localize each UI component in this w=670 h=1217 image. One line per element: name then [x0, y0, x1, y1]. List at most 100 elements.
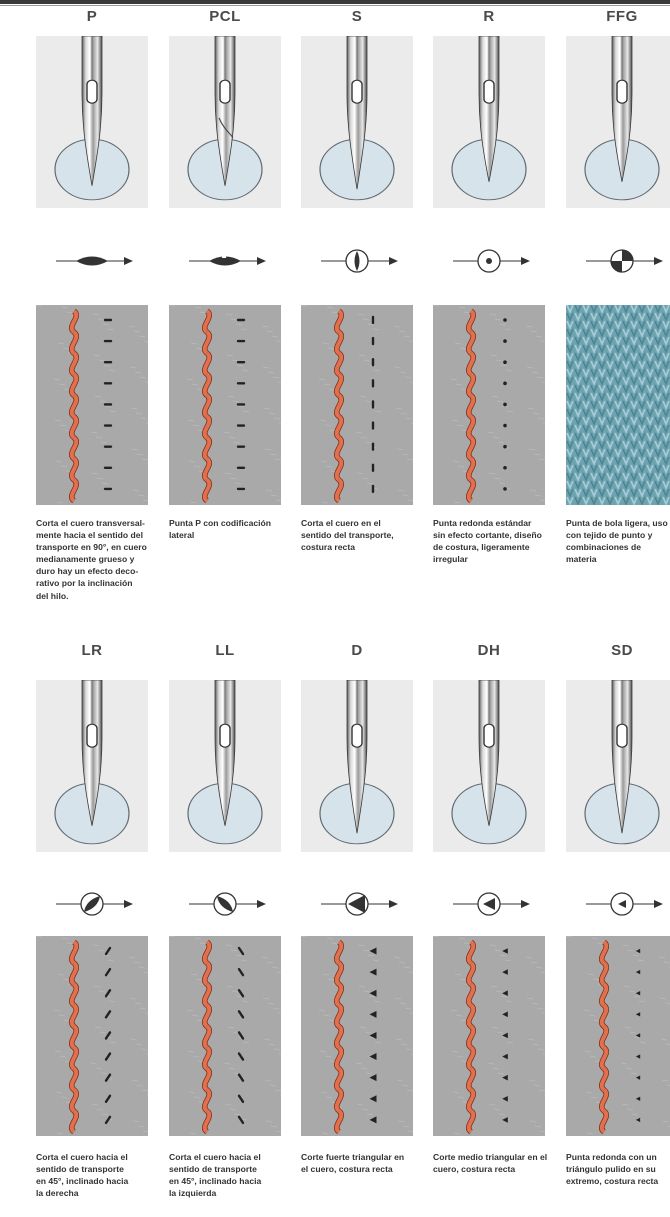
leather-grain: [129, 366, 137, 369]
knit-loop: [606, 360, 614, 371]
leather-grain: [223, 431, 231, 434]
sample-svg: [433, 305, 545, 505]
leather-grain: [186, 1009, 194, 1012]
knit-loop: [566, 408, 574, 419]
leather-grain: [356, 1103, 364, 1106]
thread-stitch: [202, 478, 212, 503]
leather-grain: [134, 371, 142, 374]
leather-grain: [141, 1089, 148, 1092]
leather-grain: [169, 936, 176, 938]
knit-loop: [566, 400, 574, 411]
leather-grain: [630, 1072, 638, 1075]
punch-hole: [503, 339, 507, 343]
punch-hole: [503, 381, 507, 386]
leather-grain: [373, 369, 381, 372]
leather-grain: [457, 465, 465, 468]
leather-grain: [397, 1120, 405, 1123]
leather-grain: [277, 381, 281, 383]
knit-loop: [654, 424, 662, 435]
leather-grain: [504, 328, 512, 331]
leather-grain: [91, 1103, 99, 1106]
thread-stitch: [202, 1067, 212, 1092]
leather-grain: [229, 477, 237, 480]
needle-blade: [346, 36, 368, 190]
leather-grain: [596, 942, 604, 945]
knit-loop: [622, 480, 630, 491]
lens-shape: [76, 256, 108, 266]
leather-grain: [98, 359, 106, 362]
leather-grain: [532, 412, 540, 415]
knit-loop: [606, 376, 614, 387]
punch-hole: [635, 1012, 641, 1017]
punch-hole: [635, 1054, 641, 1059]
leather-grain: [372, 959, 380, 962]
leather-grain: [455, 1014, 463, 1017]
leather-grain: [535, 966, 543, 969]
needle-illustration: [566, 680, 670, 852]
leather-grain: [542, 1053, 545, 1055]
knit-loop: [646, 352, 654, 363]
leather-grain: [355, 431, 363, 434]
symbol-svg: [189, 255, 266, 266]
punch-hole: [369, 947, 377, 955]
thread-stitch: [69, 1003, 79, 1029]
leather-grain: [132, 1120, 140, 1123]
needle-svg: [54, 36, 130, 201]
knit-loop: [622, 376, 630, 387]
knit-loop: [598, 320, 606, 331]
knit-loop: [622, 305, 630, 315]
knit-loop: [622, 328, 630, 339]
leather-grain: [264, 1079, 272, 1082]
leather-grain: [492, 1067, 500, 1070]
knit-loop: [630, 440, 638, 451]
leather-grain: [666, 1084, 670, 1086]
knit-loop: [606, 464, 614, 475]
punch-hole: [635, 1033, 641, 1038]
symbol-svg: [321, 892, 398, 916]
needle-eye: [351, 723, 363, 748]
leather-grain: [235, 323, 243, 326]
needle-description: Punta redonda con un triángulo pulido en…: [566, 1152, 659, 1187]
leather-grain: [495, 359, 503, 362]
leather-grain: [629, 1031, 637, 1034]
leather-grain: [138, 335, 146, 338]
leather-grain: [36, 936, 43, 938]
knit-loop: [582, 440, 590, 451]
knit-loop: [654, 448, 662, 459]
punch-hole: [237, 946, 245, 956]
knit-loop: [622, 472, 630, 483]
knit-loop: [566, 305, 574, 315]
knit-loop: [606, 384, 614, 395]
leather-grain: [459, 347, 467, 350]
knit-loop: [662, 360, 670, 371]
stitch-sample: [301, 305, 413, 505]
thread-stitch: [334, 982, 344, 1007]
knit-loop: [574, 312, 582, 323]
needle-blade: [478, 36, 500, 182]
leather-grain: [450, 1009, 458, 1012]
leather-grain: [368, 995, 376, 998]
knit-loop: [590, 360, 598, 371]
leather-grain: [398, 330, 406, 333]
lens-shape: [209, 256, 241, 266]
leather-grain: [107, 959, 115, 962]
knit-loop: [654, 456, 662, 467]
leather-grain: [620, 1062, 628, 1065]
leather-grain: [493, 1108, 501, 1111]
knit-loop: [566, 480, 574, 491]
punch-hole: [369, 968, 377, 976]
leather-grain: [357, 944, 365, 947]
leather-grain: [456, 1055, 464, 1058]
knit-loop: [598, 488, 606, 499]
knit-loop: [606, 392, 614, 403]
leather-grain: [456, 424, 464, 427]
leather-grain: [199, 942, 207, 945]
thread-stitch: [334, 1109, 344, 1134]
knit-loop: [654, 416, 662, 427]
leather-grain: [143, 340, 148, 343]
point-symbol-icon: [169, 889, 281, 919]
leather-grain: [396, 448, 404, 451]
thread-stitch: [202, 961, 212, 986]
knit-loop: [614, 328, 622, 339]
knit-loop: [622, 400, 630, 411]
